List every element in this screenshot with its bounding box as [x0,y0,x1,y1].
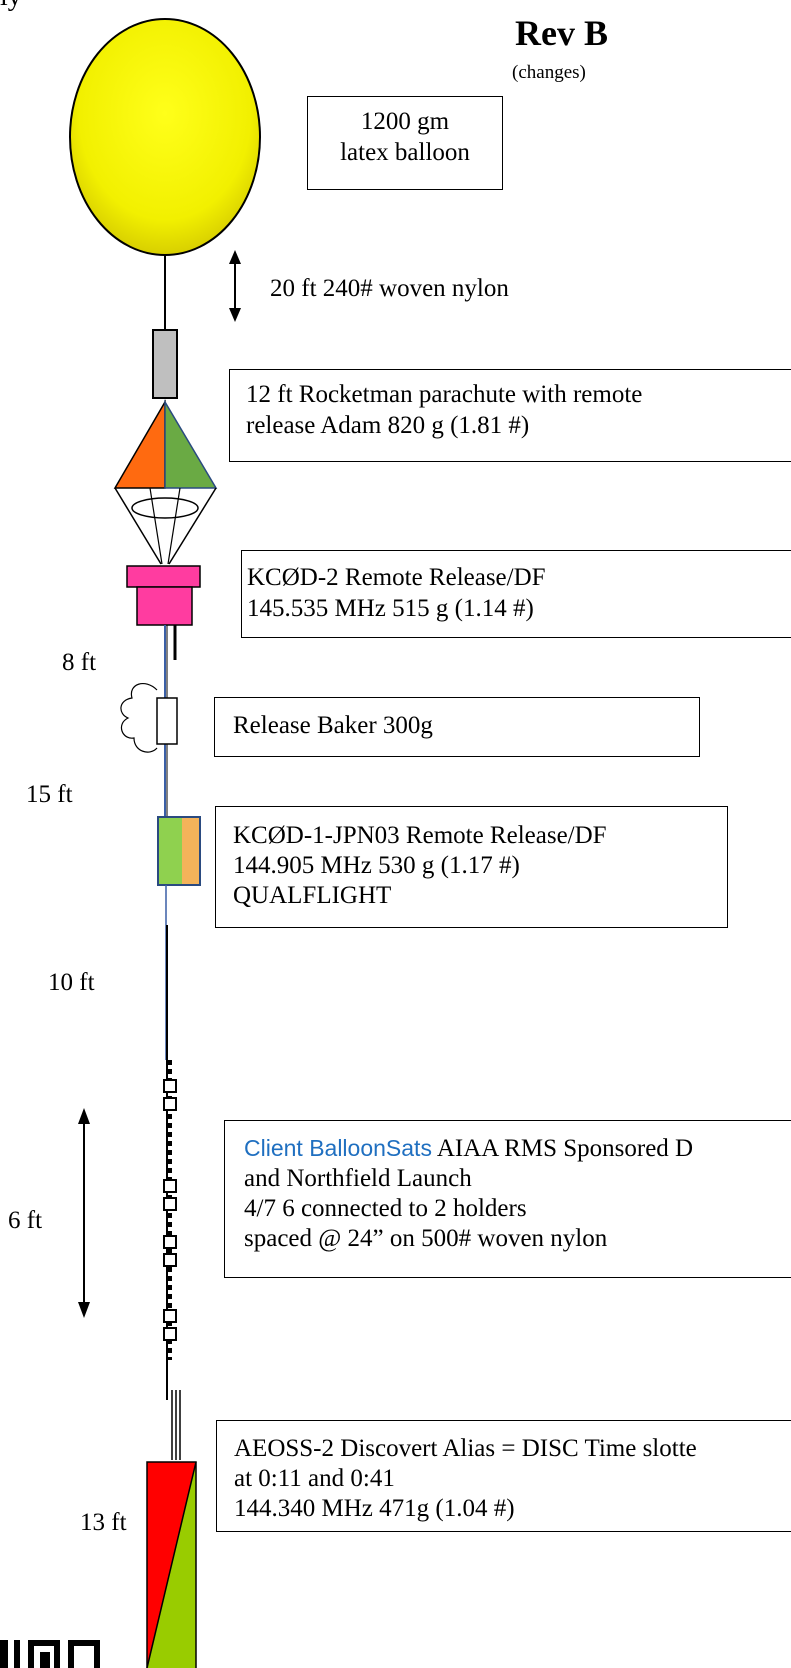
gray-canister [152,329,178,399]
logo-icon [0,1640,100,1668]
balloon-label-box: 1200 gm latex balloon [307,96,503,190]
release-baker-unit [120,682,178,753]
balloonsats-label-line1: Client BalloonSats AIAA RMS Sponsored D [244,1133,791,1164]
release-df1-label-line: QUALFLIGHT [233,882,392,909]
release-df1-label-box: KCØD-1-JPN03 Remote Release/DF 144.905 M… [215,806,728,928]
tether-top-label: 20 ft 240# woven nylon [270,275,509,302]
aeoss-label-box: AEOSS-2 Discovert Alias = DISC Time slot… [216,1420,791,1532]
aeoss-label-line: AEOSS-2 Discovert Alias = DISC Time slot… [234,1435,697,1462]
latex-balloon [69,18,261,256]
release-df2-unit [126,565,201,660]
balloonsats-sponsor-label: AIAA RMS Sponsored D [431,1135,694,1162]
revision-title: Rev B [515,13,608,53]
spacing-label-8ft: 8 ft [62,649,97,676]
balloon-label-line: latex balloon [340,139,470,166]
balloonsats-client-label: Client BalloonSats [244,1135,432,1161]
parachute-label-box: 12 ft Rocketman parachute with remote re… [229,369,791,462]
release-df1-unit [157,816,201,886]
release-df1-label-line: KCØD-1-JPN03 Remote Release/DF [233,822,607,849]
release-baker-label: Release Baker 300g [233,712,433,739]
parachute-label-line: 12 ft Rocketman parachute with remote [246,381,643,408]
top-left-fragment: ly [0,0,22,12]
aeoss-unit [146,1461,197,1668]
spacing-label-13ft: 13 ft [80,1509,127,1536]
aeoss-label-line: 144.340 MHz 471g (1.04 #) [234,1495,515,1522]
parachute-label-line: release Adam 820 g (1.81 #) [246,412,530,439]
balloonsats-label-line: 4/7 6 connected to 2 holders [244,1195,527,1222]
balloonsats-label-line: spaced @ 24” on 500# woven nylon [244,1225,608,1252]
spacing-label-6ft: 6 ft [8,1207,43,1234]
parachute-icon [113,399,218,565]
release-baker-label-box: Release Baker 300g [214,697,700,757]
balloonsats-label-box: Client BalloonSats AIAA RMS Sponsored D … [224,1120,791,1278]
spacing-label-15ft: 15 ft [26,781,73,808]
release-df2-label-line: KCØD-2 Remote Release/DF [247,564,546,591]
release-df2-label-box: KCØD-2 Remote Release/DF 145.535 MHz 515… [241,550,791,638]
length-arrow-icon [229,250,241,322]
length-arrow-icon [78,1108,90,1318]
balloonsat-holders [163,1060,177,1360]
aeoss-label-line: at 0:11 and 0:41 [234,1465,395,1492]
tether-line [171,1390,181,1460]
revision-note: (changes) [512,62,586,83]
balloon-label-line: 1200 gm [360,108,450,135]
spacing-label-10ft: 10 ft [48,969,95,996]
release-df1-label-line: 144.905 MHz 530 g (1.17 #) [233,852,520,879]
balloonsats-label-line: and Northfield Launch [244,1165,472,1192]
release-df2-label-line: 145.535 MHz 515 g (1.14 #) [247,595,534,622]
